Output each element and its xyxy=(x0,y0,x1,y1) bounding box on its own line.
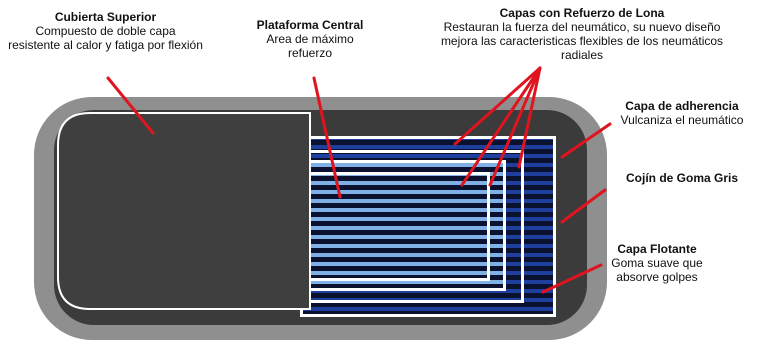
refuerzo-lona-plies xyxy=(300,136,556,317)
pointer-capas-1 xyxy=(453,66,542,146)
label-plataforma-title: Plataforma Central xyxy=(256,18,364,32)
pointer-plataforma xyxy=(312,76,342,199)
label-capa-adherencia: Capa de adherencia Vulcaniza el neumátic… xyxy=(612,99,752,127)
label-cubierta-title: Cubierta Superior xyxy=(54,10,157,24)
pointer-flotante xyxy=(541,263,603,294)
label-plataforma-central: Plataforma Central Area de máximo refuer… xyxy=(248,18,372,60)
label-capas-refuerzo: Capas con Refuerzo de Lona Restauran la … xyxy=(434,6,730,62)
label-cojin-title: Cojín de Goma Gris xyxy=(625,171,739,185)
pointer-adherencia xyxy=(560,122,612,159)
label-plataforma-description: Area de máximo refuerzo xyxy=(266,32,354,60)
pointer-cubierta xyxy=(106,76,155,135)
label-adherencia-description: Vulcaniza el neumático xyxy=(620,113,744,127)
label-cubierta-description: Compuesto de doble capa resistente al ca… xyxy=(8,24,203,52)
label-capas-description: Restauran la fuerza del neumático, su nu… xyxy=(440,20,724,62)
pointer-capas-3 xyxy=(488,66,542,187)
label-capas-title: Capas con Refuerzo de Lona xyxy=(499,6,665,20)
label-cojin-goma: Cojín de Goma Gris xyxy=(612,171,752,185)
label-flotante-title: Capa Flotante xyxy=(617,242,697,256)
pointer-cojin xyxy=(560,188,607,224)
label-capa-flotante: Capa Flotante Goma suave que absorve gol… xyxy=(602,242,712,284)
pointer-capas-2 xyxy=(460,66,542,187)
pointer-capas-4 xyxy=(517,66,542,169)
label-adherencia-title: Capa de adherencia xyxy=(625,99,739,113)
label-cubierta-superior: Cubierta Superior Compuesto de doble cap… xyxy=(8,10,203,52)
label-flotante-description: Goma suave que absorve golpes xyxy=(611,256,703,284)
cubierta-superior-cover xyxy=(57,112,311,310)
